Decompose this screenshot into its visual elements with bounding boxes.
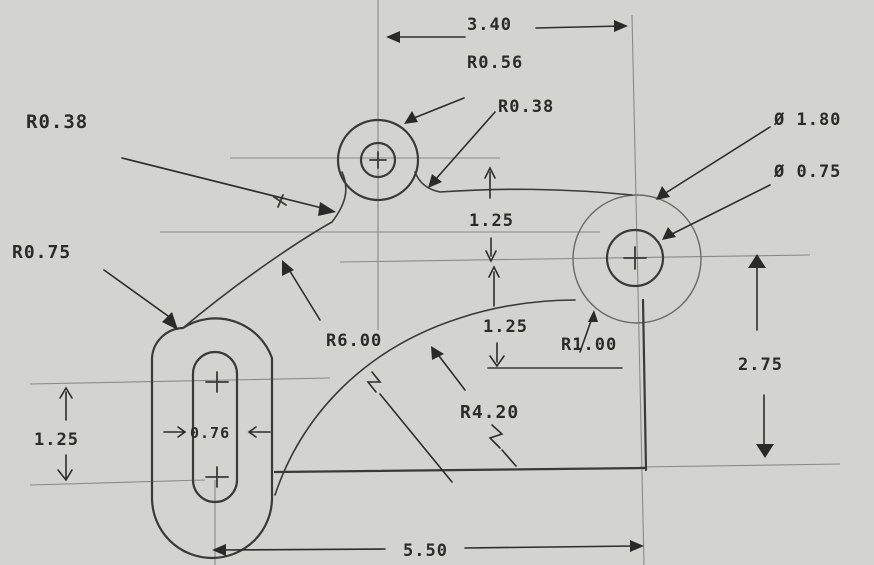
arrowhead <box>588 310 598 322</box>
label-gap-upper: 1.25 <box>469 211 514 231</box>
arrowhead <box>212 544 226 556</box>
arrowhead <box>318 202 336 216</box>
label-r-fillet-right: R0.38 <box>498 97 554 117</box>
leader-r-small-arc <box>579 317 593 353</box>
arrowhead <box>57 469 73 482</box>
outer-boss-circle <box>572 194 702 324</box>
label-slot-width: 0.76 <box>190 424 230 442</box>
arrowhead <box>404 111 418 124</box>
dimension-labels: 3.40 R0.56 R0.38 R0.38 Ø 1.80 Ø 0.75 R0.… <box>12 15 841 561</box>
leader-r-fillet-right <box>434 111 496 181</box>
arrowhead <box>614 20 628 32</box>
arrowhead <box>485 250 497 263</box>
small-hole-circle <box>359 141 397 179</box>
arrowhead <box>431 346 444 360</box>
arrowhead <box>59 386 73 399</box>
label-d-outer-boss: Ø 1.80 <box>773 110 841 130</box>
leader-r-fillet-left <box>121 157 323 209</box>
bottom-width-dimline-left <box>214 548 386 551</box>
label-r-large-arc: R6.00 <box>326 331 382 351</box>
slot-width-arrow-left <box>163 426 187 438</box>
construction-lines <box>29 0 841 565</box>
label-bottom-width: 5.50 <box>403 541 448 561</box>
label-r-small-hub: R0.56 <box>467 53 523 73</box>
leader-r-large-arc-tail <box>379 393 453 483</box>
label-r-slot-end: R0.75 <box>12 242 71 263</box>
arrowhead <box>386 31 400 43</box>
leader-r-mid-arc-tail <box>501 449 517 467</box>
leader-d-inner-boss <box>671 184 771 235</box>
leader-r-small-hub <box>413 97 465 119</box>
leader-d-outer-boss <box>663 126 771 195</box>
break-mark <box>366 371 382 393</box>
leader-r-mid-arc <box>435 351 466 391</box>
arrowhead <box>428 174 442 188</box>
right-edge <box>641 298 648 472</box>
base-line <box>273 466 648 474</box>
arrowhead <box>484 166 496 179</box>
bottom-width-dimline-right <box>464 545 636 549</box>
arrowhead <box>656 186 670 200</box>
part-outline <box>150 118 702 560</box>
label-top-width: 3.40 <box>467 15 512 35</box>
slot-outer-profile <box>150 317 274 560</box>
slot-inner-profile <box>191 350 239 504</box>
dimension-lines <box>57 20 774 556</box>
arrowhead <box>282 260 294 276</box>
leader-r-slot-end <box>103 269 169 317</box>
leader-r-large-arc <box>287 267 321 321</box>
slot-width-arrow-right <box>247 426 271 438</box>
label-right-height: 2.75 <box>738 355 783 375</box>
arrowhead <box>630 540 644 552</box>
outer-arc-left <box>182 171 347 329</box>
top-width-dimline-right <box>535 25 623 29</box>
arrowhead <box>756 444 774 458</box>
inner-boss-circle <box>605 228 665 288</box>
arrowhead <box>162 312 178 330</box>
label-d-inner-boss: Ø 0.75 <box>773 162 841 182</box>
label-gap-lower: 1.25 <box>483 317 528 337</box>
outer-arc-top <box>414 171 633 196</box>
inner-arc <box>274 299 576 496</box>
label-r-small-arc: R1.00 <box>561 335 617 355</box>
label-r-fillet-left: R0.38 <box>26 111 88 133</box>
arrowhead <box>748 254 766 268</box>
label-slot-length: 1.25 <box>34 430 79 450</box>
center-marks <box>205 151 647 488</box>
arrowhead <box>662 227 676 240</box>
break-mark <box>488 424 504 449</box>
arrowhead <box>488 265 500 278</box>
small-hub-circle <box>336 118 420 202</box>
label-r-mid-arc: R4.20 <box>460 402 519 423</box>
arrowhead <box>489 355 505 368</box>
